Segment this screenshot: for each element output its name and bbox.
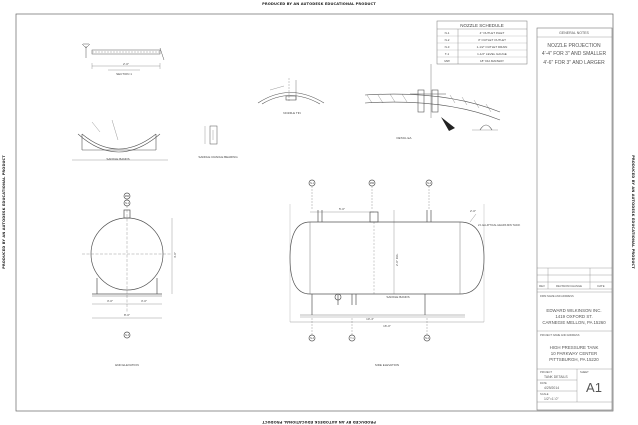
nozzle-row-desc: 3" OUTLET OUTLET xyxy=(478,38,506,42)
side-elevation-view xyxy=(289,179,485,342)
detail-ea-view xyxy=(364,64,501,131)
general-notes-line: 4'-6" FOR 3" AND LARGER xyxy=(543,60,605,66)
marker-n1: N-1 xyxy=(125,202,130,205)
section-1-title: SECTION 1 xyxy=(116,72,132,76)
scale-value: 1/2"=1'-0" xyxy=(544,397,559,401)
project-label: PROJECT NAME AND ADDRESS xyxy=(540,333,580,337)
sheet-number: A1 xyxy=(586,380,602,395)
drawn-label: PROJECT xyxy=(540,370,553,374)
elliptical-head-note: 2:1 ELLIPTICAL HEADS MIN THICK xyxy=(478,223,521,227)
drawn-value: TANK DETAILS xyxy=(544,375,568,379)
side-elevation-title: SIDE ELEVATION xyxy=(375,363,399,367)
marker-mw: MW xyxy=(125,195,130,198)
saddle-note: SADDLE BANDS xyxy=(386,295,409,299)
general-notes-title: GENERAL NOTES xyxy=(559,31,589,35)
sheet-label: SHEET xyxy=(580,370,589,374)
project-line: HIGH PRESSURE TANK xyxy=(550,345,599,350)
general-notes-line: NOZZLE PROJECTION xyxy=(547,43,601,49)
rev-description-label: REVISION/CHANGE xyxy=(556,284,582,288)
nozzle-row-desc: 1-1/2" OUTLET DRAIN xyxy=(477,45,508,49)
detail-leader-arrow xyxy=(441,117,455,131)
marker-n2: N-2 xyxy=(425,337,430,340)
date-label: DATE xyxy=(540,381,547,385)
saddle-cradle-view xyxy=(204,125,218,145)
nozzle-row-mark: N-1 xyxy=(445,31,450,35)
marker-n3: N-3 xyxy=(125,334,130,337)
scale-label: SCALE xyxy=(540,392,549,396)
firm-line: EDWARD WILKINSON INC. xyxy=(546,308,601,313)
firm-line: CARNEGIE MELLON, PA 15260 xyxy=(542,320,606,325)
end-elevation-view xyxy=(82,192,173,339)
rev-date-label: DATE xyxy=(597,284,604,288)
dim-label: 5'-0" xyxy=(339,207,345,211)
nozzle-schedule-title: NOZZLE SCHEDULE xyxy=(460,23,504,28)
general-notes-line: 4'-4" FOR 3" AND SMALLER xyxy=(542,51,607,57)
marker-t1: T-1 xyxy=(350,337,354,340)
dim-label: 3'-0" xyxy=(141,299,147,303)
marker-n2: N-2 xyxy=(427,182,432,185)
nozzle-row-mark: T-1 xyxy=(445,52,450,56)
nozzle-row-mark: MW xyxy=(444,59,449,63)
nozzle-schedule: NOZZLE SCHEDULE N-1 4" OUTLET INLET N-2 … xyxy=(436,20,528,65)
nozzle-row-desc: 4" OUTLET INLET xyxy=(480,31,505,35)
firm-label: FIRM NAME AND ADDRESS xyxy=(540,294,574,298)
dim-label: 2'-0" xyxy=(123,62,129,66)
detail-ea-title: DETAIL EA xyxy=(396,136,411,140)
marker-mw: MW xyxy=(370,182,375,185)
watermark-top: PRODUCED BY AN AUTODESK EDUCATIONAL PROD… xyxy=(262,2,376,6)
nozzle-row-desc: 18" DIA MANWAY xyxy=(480,59,504,63)
dim-label: 4'-0" xyxy=(173,252,177,258)
firm-line: 1419 OXFORD ST. xyxy=(555,314,592,319)
dim-label: 16'-0" xyxy=(383,324,391,328)
marker-n3: N-3 xyxy=(310,337,315,340)
date-value: 4/29/2014 xyxy=(544,386,559,390)
nozzle-row-mark: N-2 xyxy=(445,38,450,42)
section-1-view xyxy=(81,43,165,71)
rev-label: REV xyxy=(539,284,545,288)
project-line: 10 PARKWAY CENTER xyxy=(551,351,597,356)
nozzle-tin-title: NOZZLE TIN xyxy=(283,111,300,115)
saddle-bands-view xyxy=(72,119,168,161)
sheet-border xyxy=(15,13,614,412)
dim-label: 2'-0" xyxy=(470,209,476,213)
nozzle-tin-view xyxy=(257,78,325,105)
dim-label: 8'-0" xyxy=(124,313,130,317)
marker-n1: N-1 xyxy=(310,182,315,185)
title-block: GENERAL NOTES NOZZLE PROJECTION 4'-4" FO… xyxy=(536,27,613,411)
dim-label: 10'-4" xyxy=(366,317,374,321)
nozzle-row-mark: N-3 xyxy=(445,45,450,49)
project-line: PITTSBURGH, PA 15220 xyxy=(549,357,599,362)
saddle-cradle-title: SADDLE CRADLE BEARING xyxy=(198,155,238,159)
nozzle-row-desc: 1-1/2" LEVEL GAUGE xyxy=(477,52,507,56)
dim-label: 2'-0" DIA. xyxy=(395,253,399,266)
end-elevation-title: END ELEVATION xyxy=(115,363,139,367)
saddle-bands-title: SADDLE BANDS xyxy=(106,157,129,161)
dim-label: 3'-0" xyxy=(107,299,113,303)
